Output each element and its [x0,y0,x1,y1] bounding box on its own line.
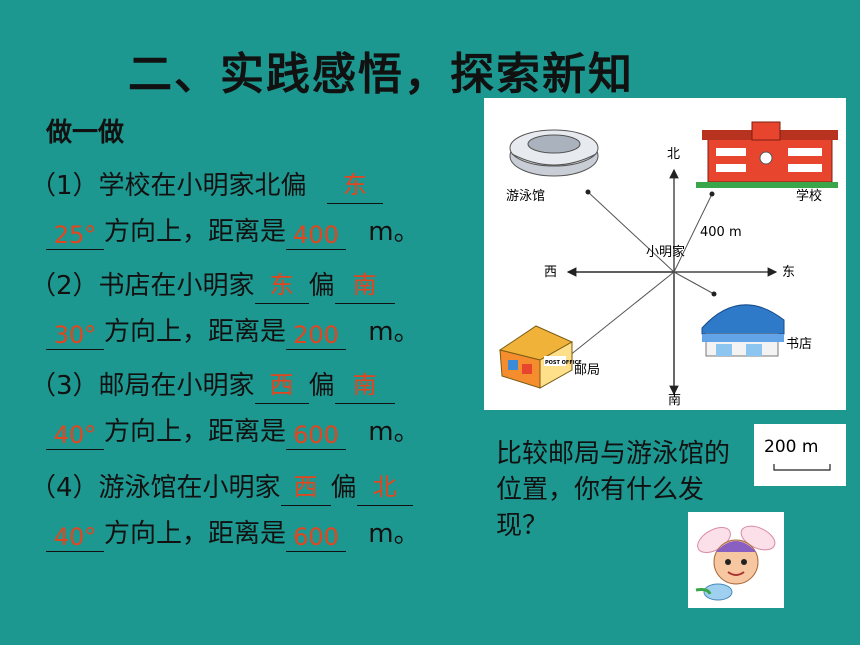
west-label: 西 [544,265,557,280]
item-4-dist-blank: 600 [286,521,347,552]
east-label: 东 [782,265,795,280]
item-4-dir1-answer: 西 [293,473,318,501]
center-label: 小明家 [646,244,685,260]
item-4-dir2-answer: 北 [372,473,397,501]
item-3-dir2-blank: 南 [334,371,395,404]
pool-building-icon [509,129,599,177]
item-4-angle-answer: 40° [53,523,97,551]
item-3-line1: （3）邮局在小明家 西 偏 南 [30,368,395,404]
item-3-dist-answer: 600 [293,421,339,449]
item-3-dir2-answer: 南 [352,371,377,399]
item-1-text: 方向上，距离是 [104,217,287,247]
item-2-unit: m。 [368,317,420,347]
item-1-line1: （1）学校在小明家北偏 东 [30,168,383,204]
item-4-dir2-blank: 北 [356,473,413,506]
map-diagram: 北 南 东 西 小明家 游泳馆 学校 书店 邮局 400 m [498,121,838,408]
post-label: 邮局 [574,363,600,378]
post-office-icon: POST OFFICE [498,325,582,389]
bookstore-building-icon [701,304,785,357]
item-2-angle-answer: 30° [53,321,97,349]
item-2-line1: （2）书店在小明家 东 偏 南 [30,268,395,304]
bookstore-ray [673,271,715,295]
item-1-angle-answer: 25° [53,221,97,249]
item-4-text: 方向上，距离是 [104,519,287,549]
cherub-illustration [688,512,784,608]
item-2-mid: 偏 [308,271,335,301]
school-label: 学校 [796,188,822,204]
item-1-dist-blank: 400 [286,219,347,250]
item-4-line2: 40° 方向上，距离是 600 m。 [46,516,420,552]
school-building-icon [696,121,838,188]
item-2-dist-blank: 200 [286,319,347,350]
item-1-dir-blank: 东 [326,171,383,204]
scale-bar: 200 m [764,437,831,471]
item-1-prefix: （1）学校在小明家北偏 [30,171,307,201]
cherub-icon [695,525,776,601]
item-4-dist-answer: 600 [293,523,339,551]
scale-label: 200 m [764,437,818,457]
direction-map: 北 南 东 西 小明家 游泳馆 学校 书店 邮局 400 m [484,98,846,410]
item-2-dir2-answer: 南 [352,271,377,299]
post-sign-label: POST OFFICE [545,360,582,366]
post-ray [563,271,675,361]
item-1-dist-answer: 400 [293,221,339,249]
item-3-angle-blank: 40° [46,419,104,450]
item-2-prefix: （2）书店在小明家 [30,271,255,301]
item-3-dist-blank: 600 [286,419,347,450]
distance-label: 400 m [700,225,742,240]
pool-ray [587,191,675,273]
scale-line [773,464,831,471]
item-2-dir2-blank: 南 [334,271,395,304]
item-3-line2: 40° 方向上，距离是 600 m。 [46,414,420,450]
item-1-unit: m。 [368,217,420,247]
item-1-line2: 25° 方向上，距离是 400 m。 [46,214,420,250]
pool-label: 游泳馆 [506,189,545,204]
item-4-mid: 偏 [330,473,357,503]
section-subtitle: 做一做 [46,118,125,148]
north-label: 北 [667,147,680,162]
item-1-angle-blank: 25° [46,219,104,250]
discussion-question: 比较邮局与游泳馆的位置，你有什么发现？ [496,439,731,541]
school-ray [673,193,713,273]
bookstore-label: 书店 [786,337,812,352]
item-4-dir1-blank: 西 [280,473,331,506]
item-1-dir-answer: 东 [342,171,367,199]
page-title: 二、实践感悟，探索新知 [128,49,634,100]
item-2-angle-blank: 30° [46,319,104,350]
scale-box: 200 m [754,424,846,486]
pool-dot [585,189,591,195]
item-3-angle-answer: 40° [53,421,97,449]
item-2-line2: 30° 方向上，距离是 200 m。 [46,314,420,350]
school-dot [709,191,715,197]
item-3-unit: m。 [368,417,420,447]
item-4-angle-blank: 40° [46,521,104,552]
item-4-prefix: （4）游泳馆在小明家 [30,473,281,503]
item-3-text: 方向上，距离是 [104,417,287,447]
item-3-dir1-blank: 西 [254,371,309,404]
item-4-line1: （4）游泳馆在小明家 西 偏 北 [30,470,413,506]
item-3-mid: 偏 [308,371,335,401]
item-3-dir1-answer: 西 [269,371,294,399]
item-2-dist-answer: 200 [293,321,339,349]
south-label: 南 [668,392,681,408]
item-2-dir1-blank: 东 [254,271,309,304]
item-3-prefix: （3）邮局在小明家 [30,371,255,401]
item-2-text: 方向上，距离是 [104,317,287,347]
bookstore-dot [711,291,717,297]
item-2-dir1-answer: 东 [269,271,294,299]
item-4-unit: m。 [368,519,420,549]
